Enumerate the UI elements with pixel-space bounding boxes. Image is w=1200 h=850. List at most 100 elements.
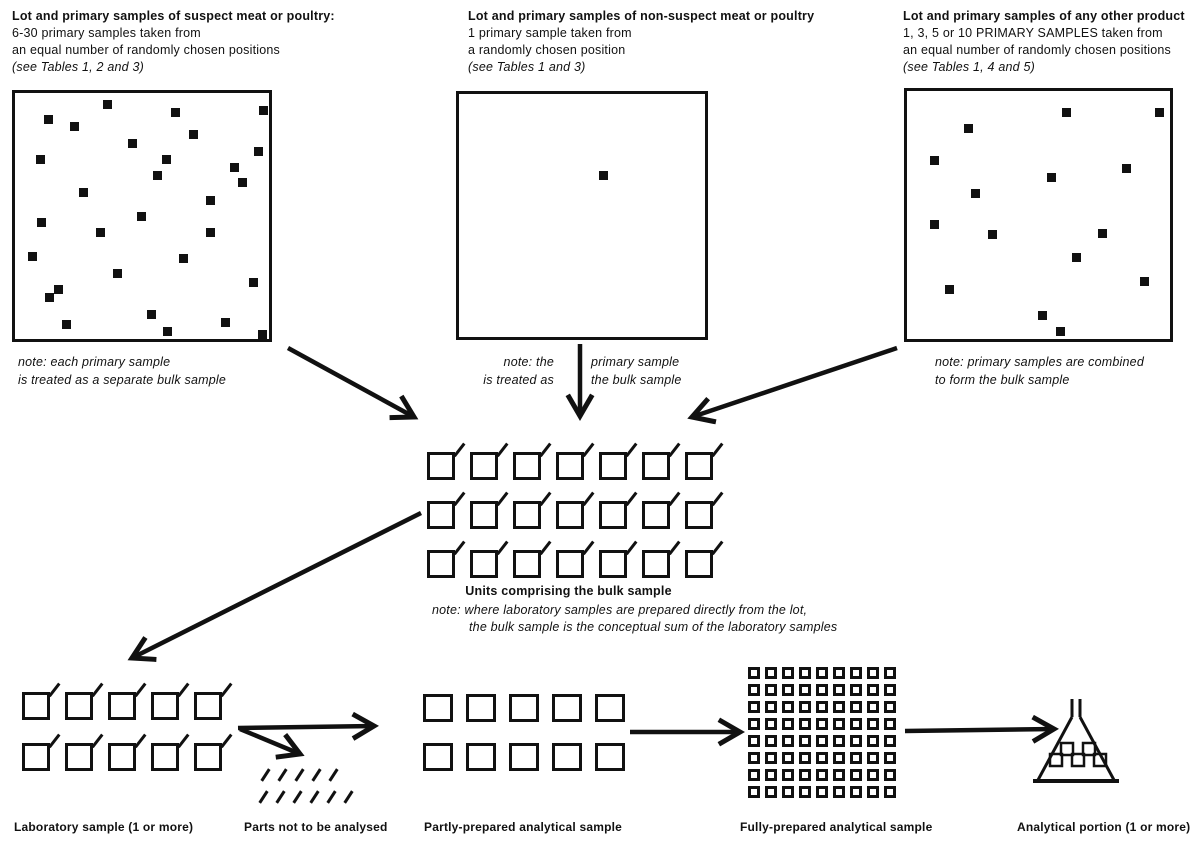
tagged-square-icon — [194, 743, 222, 771]
note-line: is treated as a separate bulk sample — [18, 372, 227, 387]
hatch-slash-icon — [275, 790, 286, 804]
square-unit-icon — [782, 752, 794, 764]
partly-prepared-sample-grid — [423, 694, 625, 771]
square-unit-icon — [884, 667, 896, 679]
square-unit-icon — [867, 752, 879, 764]
arrow-lab-to-partly — [237, 711, 379, 741]
square-unit-icon — [782, 786, 794, 798]
note-line: to form the bulk sample — [935, 372, 1070, 387]
primary-sample-dot — [258, 105, 268, 115]
square-unit-icon — [850, 752, 862, 764]
square-unit-icon — [867, 786, 879, 798]
square-unit-icon — [884, 752, 896, 764]
square-unit-icon — [816, 769, 828, 781]
heading-line: 6-30 primary samples taken from — [12, 26, 201, 40]
fully-prepared-sample-grid — [748, 667, 896, 798]
tagged-square-icon — [685, 550, 713, 578]
square-unit-icon — [765, 735, 777, 747]
primary-sample-dot — [254, 146, 264, 156]
non-suspect-note-left: note: the is treated as — [420, 354, 554, 389]
square-unit-icon — [816, 786, 828, 798]
primary-sample-dot — [152, 170, 162, 180]
primary-sample-dot — [205, 227, 215, 237]
square-unit-icon — [423, 743, 453, 771]
square-unit-icon — [816, 701, 828, 713]
heading-line: Lot and primary samples of suspect meat … — [12, 9, 335, 23]
square-unit-icon — [799, 752, 811, 764]
tagged-square-icon — [470, 501, 498, 529]
tagged-square-icon — [427, 452, 455, 480]
primary-sample-dot — [54, 285, 64, 295]
tables-reference: (see Tables 1, 2 and 3) — [12, 60, 144, 74]
tagged-square-icon — [685, 501, 713, 529]
square-unit-icon — [765, 718, 777, 730]
square-unit-icon — [816, 667, 828, 679]
hatch-slash-icon — [292, 790, 303, 804]
square-unit-icon — [867, 667, 879, 679]
tagged-square-icon — [65, 743, 93, 771]
tagged-square-icon — [513, 550, 541, 578]
tagged-square-icon — [108, 692, 136, 720]
primary-sample-dot — [237, 177, 247, 187]
tagged-square-icon — [470, 550, 498, 578]
tagged-square-icon — [599, 452, 627, 480]
primary-sample-dot — [146, 309, 156, 319]
primary-sample-dot — [37, 217, 47, 227]
tagged-square-icon — [513, 501, 541, 529]
suspect-note: note: each primary sample is treated as … — [18, 354, 226, 389]
square-unit-icon — [816, 752, 828, 764]
square-unit-icon — [748, 701, 760, 713]
square-unit-icon — [884, 786, 896, 798]
non-suspect-note-right: primary sample the bulk sample — [591, 354, 682, 389]
hatch-slash-icon — [311, 768, 322, 782]
tables-reference: (see Tables 1, 4 and 5) — [903, 60, 1035, 74]
note-line: is treated as — [483, 372, 554, 387]
square-unit-icon — [765, 769, 777, 781]
square-unit-icon — [833, 735, 845, 747]
note-line: note: primary samples are combined — [935, 355, 1144, 369]
tagged-square-icon — [151, 743, 179, 771]
square-unit-icon — [867, 718, 879, 730]
other-product-note: note: primary samples are combined to fo… — [935, 354, 1144, 389]
square-unit-icon — [748, 752, 760, 764]
primary-sample-dot — [1062, 107, 1072, 117]
note-line: the bulk sample — [591, 372, 682, 387]
square-unit-icon — [799, 718, 811, 730]
square-unit-icon — [782, 701, 794, 713]
tagged-square-icon — [108, 743, 136, 771]
square-unit-icon — [833, 718, 845, 730]
square-unit-icon — [850, 667, 862, 679]
square-unit-icon — [509, 694, 539, 722]
primary-sample-dot — [929, 156, 939, 166]
heading-line: Lot and primary samples of any other pro… — [903, 9, 1185, 23]
square-unit-icon — [466, 694, 496, 722]
primary-sample-dot — [1097, 228, 1107, 238]
hatch-slash-icon — [343, 790, 354, 804]
square-unit-icon — [850, 735, 862, 747]
arrow-suspect-to-bulk — [286, 346, 419, 421]
primary-sample-dot — [112, 268, 122, 278]
primary-sample-dot — [221, 317, 231, 327]
tagged-square-icon — [642, 501, 670, 529]
laboratory-sample-label: Laboratory sample (1 or more) — [14, 820, 194, 834]
square-unit-icon — [833, 786, 845, 798]
primary-sample-dot — [1155, 107, 1165, 117]
tables-reference: (see Tables 1 and 3) — [468, 60, 586, 74]
square-unit-icon — [748, 769, 760, 781]
square-unit-icon — [850, 718, 862, 730]
tagged-square-icon — [556, 550, 584, 578]
square-unit-icon — [765, 752, 777, 764]
square-unit-icon — [765, 701, 777, 713]
square-unit-icon — [799, 667, 811, 679]
heading-line: Lot and primary samples of non-suspect m… — [468, 9, 815, 23]
heading-line: 1 primary sample taken from — [468, 26, 632, 40]
primary-sample-dot — [1046, 173, 1056, 183]
analytical-portion-label: Analytical portion (1 or more) — [1017, 820, 1191, 834]
heading-line: an equal number of randomly chosen posit… — [12, 43, 280, 57]
other-product-lot-box — [904, 88, 1173, 342]
suspect-lot-box — [12, 90, 272, 342]
square-unit-icon — [833, 667, 845, 679]
square-unit-icon — [884, 735, 896, 747]
square-unit-icon — [850, 684, 862, 696]
